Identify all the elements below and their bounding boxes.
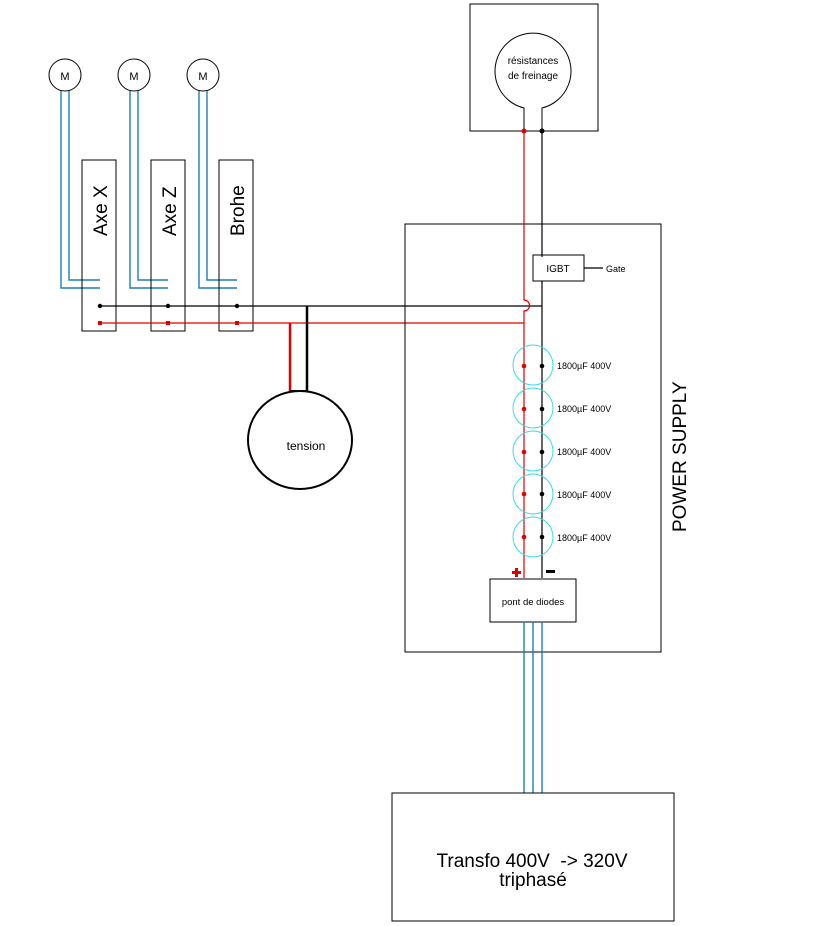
diode-bridge: pont de diodes: [489, 578, 577, 623]
transformer-label-1: Transfo 400V -> 320V: [437, 851, 628, 872]
bus-connection-dots: [97, 303, 240, 325]
capacitor-circle: [512, 430, 554, 472]
connection-dot: [539, 363, 545, 369]
tension-meter: tension: [247, 306, 353, 490]
capacitor-label: 1800µF 400V: [557, 490, 611, 500]
connection-dot: [539, 491, 545, 497]
capacitor: 1800µF 400V: [512, 430, 611, 472]
diode-bridge-label: pont de diodes: [502, 597, 565, 608]
connection-dot: [521, 406, 527, 412]
positive-rail: [523, 131, 531, 578]
driver-axe-x: Axe X: [81, 159, 117, 332]
connection-dot: [97, 303, 103, 309]
motor-wire: [129, 91, 168, 289]
capacitor-bank: 1800µF 400V 1800µF 400V 1800µF 400V 1800…: [512, 344, 611, 558]
motor-circle: [117, 58, 151, 92]
capacitor: 1800µF 400V: [512, 473, 611, 515]
capacitor-label: 1800µF 400V: [557, 447, 611, 457]
motor-wire: [60, 91, 100, 289]
transformer-label-2: triphasé: [499, 870, 567, 891]
motor-wire: [198, 91, 237, 289]
driver-label: Axe Z: [160, 186, 181, 236]
tension-label: tension: [287, 439, 326, 453]
connection-dot: [539, 534, 545, 540]
connection-dot: [521, 363, 527, 369]
connection-dot: [98, 321, 102, 325]
driver-box: [218, 159, 254, 332]
transformer: Transfo 400V -> 320V triphasé: [391, 792, 675, 922]
driver-axe-z: Axe Z: [150, 159, 186, 332]
igbt-label: IGBT: [546, 264, 569, 275]
capacitor-label: 1800µF 400V: [557, 533, 611, 543]
tension-circle: [247, 390, 353, 490]
braking-resistor-label-1: résistances: [508, 56, 559, 67]
capacitor-label: 1800µF 400V: [557, 404, 611, 414]
motor-label: M: [198, 71, 207, 83]
motor-wire: [68, 91, 100, 281]
connection-dot: [521, 449, 527, 455]
three-phase-wires: [523, 622, 543, 793]
power-supply-box: [404, 223, 662, 653]
connection-dot: [521, 534, 527, 540]
motor-label: M: [129, 71, 138, 83]
motor-circle: [186, 58, 220, 92]
igbt: IGBT Gate: [532, 254, 626, 282]
capacitor-circle: [512, 473, 554, 515]
capacitor-circle: [512, 516, 554, 558]
power-supply-label: POWER SUPPLY: [670, 381, 691, 532]
plus-icon: [512, 568, 521, 577]
motor-axe-z: M: [117, 58, 151, 92]
motor-axe-x: M: [48, 58, 82, 92]
capacitor: 1800µF 400V: [512, 344, 611, 386]
capacitor: 1800µF 400V: [512, 516, 611, 558]
driver-label: Axe X: [91, 185, 112, 236]
connection-dot: [521, 491, 527, 497]
connection-dot: [539, 406, 545, 412]
transformer-box: [391, 792, 675, 922]
minus-icon: [546, 570, 555, 573]
driver-box: [150, 159, 186, 332]
braking-resistor-box: [469, 3, 599, 132]
braking-resistor: résistances de freinage: [469, 3, 599, 134]
driver-label: Brohe: [228, 185, 249, 236]
gate-label: Gate: [606, 264, 626, 274]
braking-resistor-circle: [494, 32, 572, 131]
connection-dot: [165, 303, 171, 309]
driver-brohe: Brohe: [218, 159, 254, 332]
motor-wire: [206, 91, 237, 281]
capacitor-circle: [512, 387, 554, 429]
motor-circle: [48, 58, 82, 92]
connection-dot: [235, 321, 239, 325]
driver-box: [81, 159, 117, 332]
motor-wire: [137, 91, 168, 281]
capacitor: 1800µF 400V: [512, 387, 611, 429]
motor-wires: [60, 91, 237, 289]
capacitor-label: 1800µF 400V: [557, 361, 611, 371]
motor-label: M: [60, 71, 69, 83]
connection-dot: [166, 321, 170, 325]
connection-dot: [539, 449, 545, 455]
motor-brohe: M: [186, 58, 220, 92]
braking-resistor-label-2: de freinage: [508, 71, 558, 82]
capacitor-circle: [512, 344, 554, 386]
connection-dot: [234, 303, 240, 309]
